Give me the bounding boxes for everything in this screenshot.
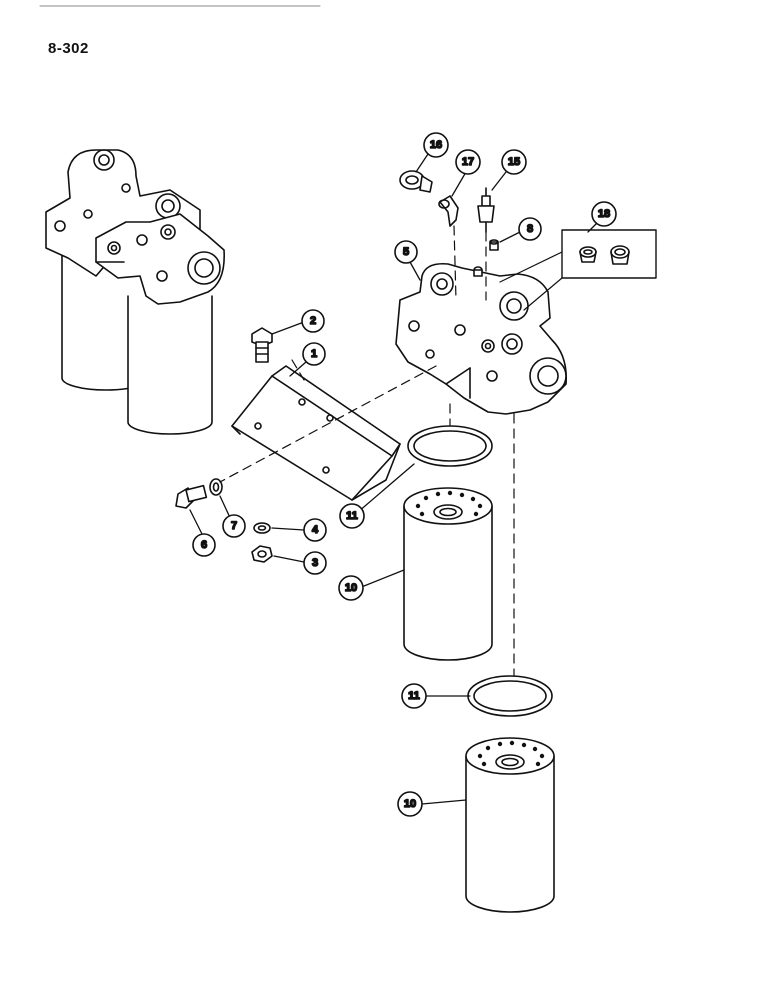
front-filter-head <box>95 213 225 305</box>
callout-7-label: 7 <box>231 520 237 532</box>
plug-8 <box>489 239 499 251</box>
callout-10-lower-label: 10 <box>404 798 416 810</box>
page-number: 8-302 <box>48 40 89 57</box>
mounting-bracket-1 <box>231 365 401 501</box>
head-side-port <box>529 357 567 395</box>
callout-11-upper-label: 11 <box>346 510 358 522</box>
seal-ring-11-lower <box>467 675 553 717</box>
callout-18-label: 18 <box>598 208 610 220</box>
callout-4-label: 4 <box>312 524 319 536</box>
inset-box <box>561 229 657 279</box>
callout-8: 8 <box>518 217 542 241</box>
perforation-ring <box>415 490 483 517</box>
callout-15: 15 <box>501 149 527 175</box>
head-top-left-port <box>430 272 454 296</box>
assembly-guide-lines <box>219 225 515 677</box>
callout-5-label: 5 <box>403 246 409 258</box>
bolt-2 <box>251 327 273 363</box>
elbow-fitting-17 <box>438 195 459 227</box>
callout-15-label: 15 <box>508 156 520 168</box>
filter-element-10-upper <box>403 487 493 661</box>
callout-17: 17 <box>455 149 481 175</box>
callout-1-label: 1 <box>311 348 317 360</box>
callout-11-lower-label: 11 <box>408 690 420 702</box>
plug-inset-18 <box>499 229 657 311</box>
bolt-6 <box>175 484 208 509</box>
front-filter-canister <box>127 295 213 435</box>
callout-17-label: 17 <box>462 156 474 168</box>
nut-3 <box>251 545 273 563</box>
callout-6-label: 6 <box>201 539 207 551</box>
callout-16: 16 <box>423 132 449 158</box>
callout-10-upper: 10 <box>338 575 364 601</box>
seal-ring-11-upper <box>407 425 493 467</box>
assembled-filter-assembly <box>45 149 225 435</box>
callout-2-label: 2 <box>310 315 316 327</box>
callout-2: 2 <box>301 309 325 333</box>
head-top-right-port <box>499 291 529 321</box>
callout-10-upper-label: 10 <box>345 582 357 594</box>
small-plug <box>473 266 483 277</box>
washer-7 <box>209 478 223 496</box>
rear-top-port <box>93 149 115 171</box>
callout-11-lower: 11 <box>401 683 427 709</box>
inset-plug-right <box>610 245 630 265</box>
perforation-ring <box>477 740 545 767</box>
filter-element-10-lower <box>465 737 555 913</box>
filter-head-5 <box>395 262 568 415</box>
pressure-switch-15 <box>477 187 495 233</box>
callout-4: 4 <box>303 518 327 542</box>
callout-3: 3 <box>303 551 327 575</box>
front-main-port <box>187 251 221 285</box>
center-port <box>495 754 525 770</box>
callout-10-lower: 10 <box>397 791 423 817</box>
callout-5: 5 <box>394 240 418 264</box>
callout-11-upper: 11 <box>339 503 365 529</box>
callout-18: 18 <box>591 201 617 227</box>
callout-1: 1 <box>302 342 326 366</box>
center-port <box>433 504 463 520</box>
leader-lines <box>189 153 599 805</box>
washer-4 <box>253 522 271 534</box>
callout-7: 7 <box>222 514 246 538</box>
callout-3-label: 3 <box>312 557 318 569</box>
callout-6: 6 <box>192 533 216 557</box>
callout-8-label: 8 <box>527 223 533 235</box>
temperature-sender-16 <box>399 170 433 193</box>
inset-plug-left <box>579 246 597 263</box>
callout-16-label: 16 <box>430 139 442 151</box>
